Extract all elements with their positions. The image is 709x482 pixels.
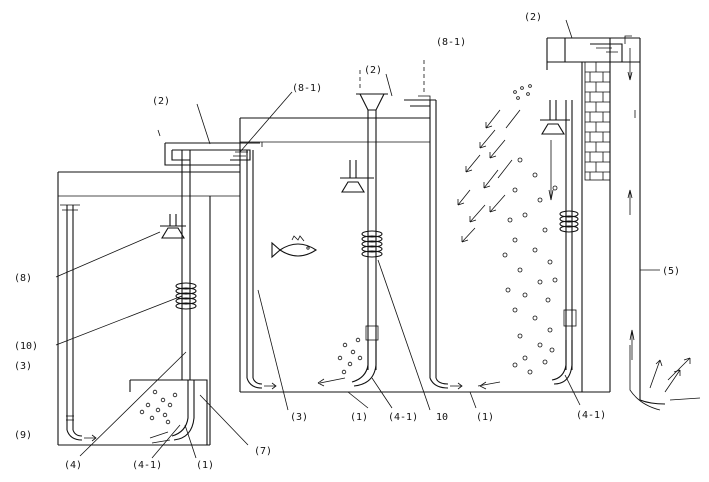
middle-tank — [239, 60, 610, 393]
label-2-left: (2) — [152, 96, 170, 107]
connector-pipe-left — [164, 142, 260, 166]
label-8-1: (8-1) — [292, 83, 322, 94]
label-4-1-left: (4-1) — [132, 460, 162, 471]
label-9: (9) — [14, 430, 32, 441]
label-3-middle: (3) — [290, 412, 308, 423]
label-4-1-right: (4-1) — [576, 410, 606, 421]
label-1-right: (1) — [476, 412, 494, 423]
label-7: (7) — [254, 446, 272, 457]
left-tank — [57, 150, 240, 446]
right-tower — [540, 35, 701, 411]
rain-arrows — [457, 109, 521, 243]
labels: (2) (8-1) (2) (8-1) (2) (8) (10) (3) (9)… — [14, 12, 680, 471]
label-8: (8) — [14, 273, 32, 284]
label-1-left: (1) — [196, 460, 214, 471]
label-10-left: (10) — [14, 341, 38, 352]
label-1-middle: (1) — [350, 412, 368, 423]
bubble-column — [502, 84, 558, 375]
leader-lines — [55, 19, 660, 459]
label-2-right: (2) — [524, 12, 542, 23]
label-8-1-right: (8-1) — [436, 37, 466, 48]
label-10-middle: 10 — [436, 412, 448, 423]
label-2-middle: (2) — [364, 65, 382, 76]
label-4-1-middle: (4-1) — [388, 412, 418, 423]
label-3-left: (3) — [14, 361, 32, 372]
label-4: (4) — [64, 460, 82, 471]
label-5: (5) — [662, 266, 680, 277]
